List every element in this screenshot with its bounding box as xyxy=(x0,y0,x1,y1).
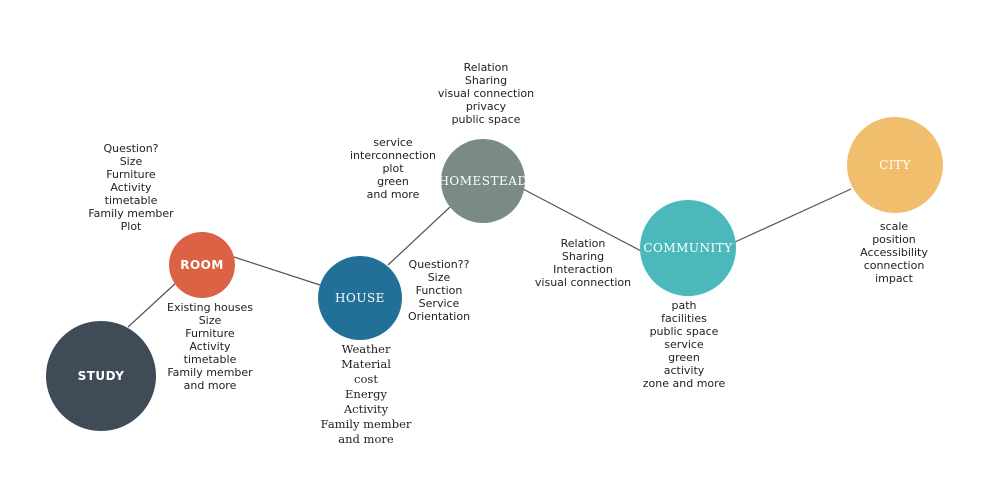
connector-community-city xyxy=(734,188,852,243)
note-line: green xyxy=(377,175,409,188)
note-line: Interaction xyxy=(553,263,613,276)
note-line: Question? xyxy=(103,142,159,155)
node-city: CITY xyxy=(847,117,943,213)
note-line: green xyxy=(668,351,700,364)
note-line: scale xyxy=(879,220,909,233)
note-line: Accessibility xyxy=(860,246,928,259)
node-house-label: HOUSE xyxy=(335,291,385,305)
note-line: plot xyxy=(382,162,404,175)
node-study-label: STUDY xyxy=(77,369,125,383)
note-community-bottom: path facilities public space service gre… xyxy=(632,299,736,390)
note-line: Activity xyxy=(110,181,152,194)
note-line: zone and more xyxy=(642,377,726,390)
note-line: Activity xyxy=(343,402,389,416)
note-line: Size xyxy=(119,155,143,168)
note-line: position xyxy=(872,233,916,246)
note-line: public space xyxy=(451,113,521,126)
note-line: visual connection xyxy=(437,87,535,100)
note-line: public space xyxy=(649,325,719,338)
note-line: Service xyxy=(418,297,460,310)
note-line: activity xyxy=(663,364,705,377)
note-line: service xyxy=(664,338,704,351)
note-line: Family member xyxy=(167,366,253,379)
node-study: STUDY xyxy=(46,321,156,431)
node-homestead-label: HOMESTEAD xyxy=(438,174,528,188)
note-line: Existing houses xyxy=(167,301,253,314)
note-line: Family member xyxy=(320,417,412,431)
note-line: Sharing xyxy=(561,250,605,263)
node-house: HOUSE xyxy=(318,256,402,340)
node-city-label: CITY xyxy=(879,158,911,172)
note-line: visual connection xyxy=(534,276,632,289)
note-line: privacy xyxy=(465,100,507,113)
note-line: Size xyxy=(198,314,222,327)
note-line: cost xyxy=(354,372,378,386)
connector-study-room xyxy=(127,281,178,328)
note-line: connection xyxy=(863,259,925,272)
note-line: timetable xyxy=(104,194,158,207)
note-homestead-left: service interconnection plot green and m… xyxy=(340,136,446,201)
node-community-label: COMMUNITY xyxy=(643,241,733,255)
node-room: ROOM xyxy=(169,232,235,298)
connector-house-homestead xyxy=(387,206,451,266)
note-room-top: Question? Size Furniture Activity timeta… xyxy=(70,142,192,233)
note-line: facilities xyxy=(661,312,707,325)
note-line: interconnection xyxy=(350,149,436,162)
note-line: Furniture xyxy=(185,327,235,340)
note-city-bottom: scale position Accessibility connection … xyxy=(848,220,940,285)
note-line: timetable xyxy=(183,353,237,366)
note-line: and more xyxy=(338,432,394,446)
note-line: and more xyxy=(183,379,237,392)
note-homestead-top: Relation Sharing visual connection priva… xyxy=(428,61,544,126)
connector-homestead-community xyxy=(522,188,644,253)
note-line: Energy xyxy=(345,387,387,401)
note-line: Furniture xyxy=(106,168,156,181)
note-line: Sharing xyxy=(464,74,508,87)
note-line: Weather xyxy=(341,342,391,356)
note-line: path xyxy=(671,299,697,312)
note-line: service xyxy=(373,136,413,149)
note-line: Size xyxy=(427,271,451,284)
note-line: Orientation xyxy=(407,310,471,323)
note-line: Activity xyxy=(189,340,231,353)
node-room-label: ROOM xyxy=(180,258,224,272)
note-line: Relation xyxy=(560,237,606,250)
note-line: and more xyxy=(366,188,420,201)
connector-room-house xyxy=(233,256,321,286)
note-line: Relation xyxy=(463,61,509,74)
note-line: Material xyxy=(341,357,391,371)
note-house-bottom: Weather Material cost Energy Activity Fa… xyxy=(306,342,426,447)
note-line: Plot xyxy=(120,220,142,233)
note-line: Family member xyxy=(88,207,174,220)
note-line: Question?? xyxy=(408,258,470,271)
note-line: impact xyxy=(875,272,913,285)
node-community: COMMUNITY xyxy=(640,200,736,296)
node-homestead: HOMESTEAD xyxy=(438,139,528,223)
note-line: Function xyxy=(415,284,463,297)
note-house-right: Question?? Size Function Service Orienta… xyxy=(398,258,480,323)
note-community-left: Relation Sharing Interaction visual conn… xyxy=(526,237,640,289)
note-room-bottom: Existing houses Size Furniture Activity … xyxy=(152,301,268,392)
